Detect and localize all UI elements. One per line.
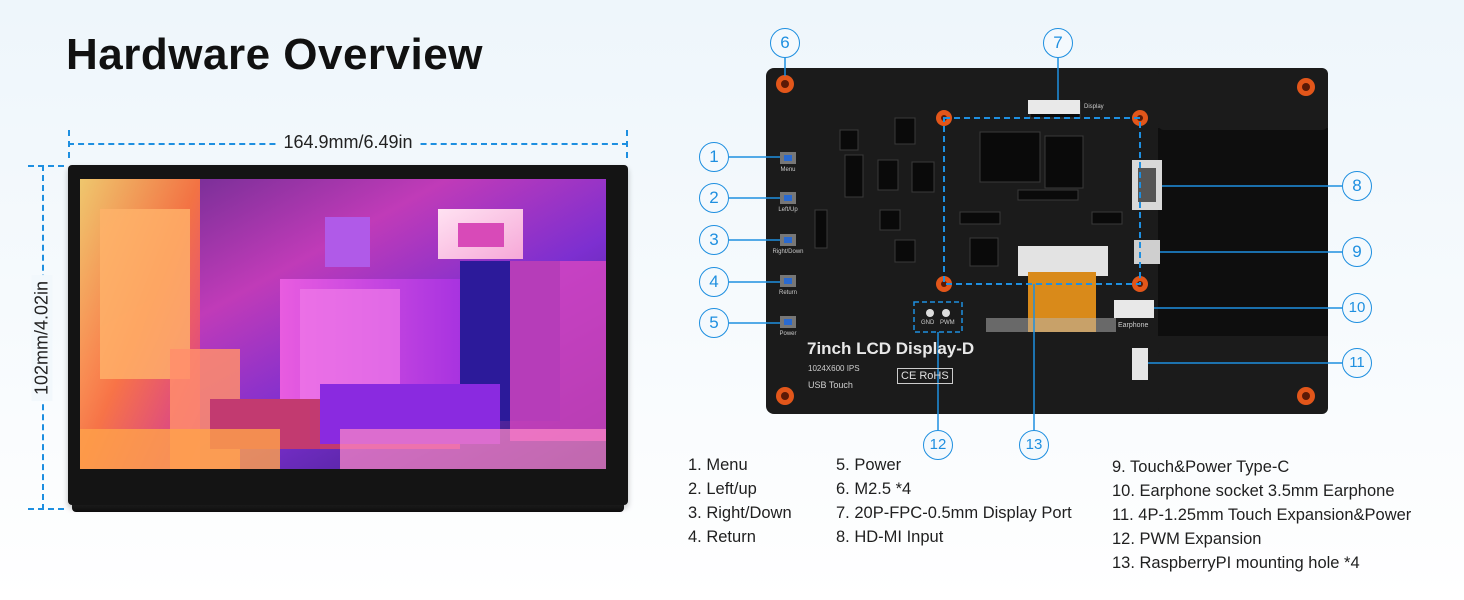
- silk-gnd-label: GND: [921, 320, 935, 326]
- legend-item: 1. Menu: [688, 456, 748, 474]
- board-bottom-right-tab: [1158, 350, 1328, 414]
- button-label-menu: Menu: [780, 167, 796, 173]
- page-title: Hardware Overview: [66, 30, 483, 79]
- board-top-right-tab: [1158, 68, 1328, 130]
- board-buttons: [780, 152, 796, 328]
- earphone-jack: [1114, 300, 1154, 318]
- legend-item: 2. Left/up: [688, 480, 757, 498]
- panel-backing: [1158, 128, 1328, 336]
- board-resolution-text: 1024X600 IPS: [808, 364, 860, 373]
- display-fpc-port: [1028, 100, 1080, 114]
- width-dimension-label: 164.9mm/6.49in: [277, 132, 419, 153]
- button-label-return: Return: [778, 290, 797, 296]
- monitor-front-view: [68, 165, 628, 505]
- width-dimension-tick-right: [626, 130, 628, 158]
- button-label-power: Power: [779, 331, 797, 337]
- gnd-pad: [926, 309, 934, 317]
- height-dimension-tick-top: [28, 165, 64, 167]
- legend-item: 11. 4P-1.25mm Touch Expansion&Power: [1112, 506, 1412, 524]
- callout-6: 6: [770, 28, 800, 58]
- legend-item: 3. Right/Down: [688, 504, 792, 522]
- legend-item: 5. Power: [836, 456, 902, 474]
- touch-4p-connector: [1132, 348, 1148, 380]
- callout-1: 1: [699, 142, 729, 172]
- height-dimension: 102mm/4.02in: [26, 165, 64, 510]
- usb-c-port: [1134, 240, 1160, 264]
- legend-item: 4. Return: [688, 528, 756, 546]
- width-dimension: 164.9mm/6.49in: [68, 130, 628, 160]
- fpc-ribbon-connector: [1018, 246, 1108, 276]
- width-dimension-tick-left: [68, 130, 70, 158]
- callout-12: 12: [923, 430, 953, 460]
- callout-10: 10: [1342, 293, 1372, 323]
- board-touch-text: USB Touch: [808, 380, 853, 390]
- silk-pwm-label: PWM: [940, 320, 955, 326]
- legend-item: 10. Earphone socket 3.5mm Earphone: [1112, 482, 1395, 500]
- callout-9: 9: [1342, 237, 1372, 267]
- callout-8: 8: [1342, 171, 1372, 201]
- height-dimension-tick-bottom: [28, 508, 64, 510]
- legend-column-1: 1. Menu 2. Left/up 3. Right/Down 4. Retu…: [688, 453, 792, 549]
- callout-7: 7: [1043, 28, 1073, 58]
- m25-standoffs: [776, 75, 1315, 405]
- legend-item: 8. HD-MI Input: [836, 528, 944, 546]
- legend-item: 6. M2.5 *4: [836, 480, 912, 498]
- legend-column-3: 9. Touch&Power Type-C 10. Earphone socke…: [1112, 455, 1411, 575]
- screen-artwork: [80, 179, 606, 469]
- button-label-right-down: Right/Down: [772, 249, 804, 255]
- monitor-bottom-edge: [72, 502, 624, 512]
- callout-3: 3: [699, 225, 729, 255]
- callout-4: 4: [699, 267, 729, 297]
- callout-2: 2: [699, 183, 729, 213]
- silk-display-label: Display: [1084, 104, 1104, 110]
- pwm-pad: [942, 309, 950, 317]
- board-product-name: 7inch LCD Display-D: [807, 339, 975, 358]
- pwm-highlight-box: [913, 301, 963, 333]
- legend-item: 13. RaspberryPI mounting hole *4: [1112, 554, 1360, 572]
- legend-item: 7. 20P-FPC-0.5mm Display Port: [836, 504, 1072, 522]
- callout-5: 5: [699, 308, 729, 338]
- legend-item: 12. PWM Expansion: [1112, 530, 1262, 548]
- raspberrypi-outline: [943, 117, 1141, 285]
- pcb-chips: [814, 101, 1123, 267]
- legend-column-2: 5. Power 6. M2.5 *4 7. 20P-FPC-0.5mm Dis…: [836, 453, 1072, 549]
- certification-marks: CE RoHS: [897, 368, 953, 384]
- button-label-left-up: Left/Up: [778, 207, 798, 213]
- monitor-screen: [80, 179, 606, 469]
- callout-leader-lines: [729, 58, 1342, 430]
- callout-13: 13: [1019, 430, 1049, 460]
- callout-11: 11: [1342, 348, 1372, 378]
- legend-item: 9. Touch&Power Type-C: [1112, 458, 1290, 476]
- silk-earphone-label: Earphone: [1118, 322, 1149, 329]
